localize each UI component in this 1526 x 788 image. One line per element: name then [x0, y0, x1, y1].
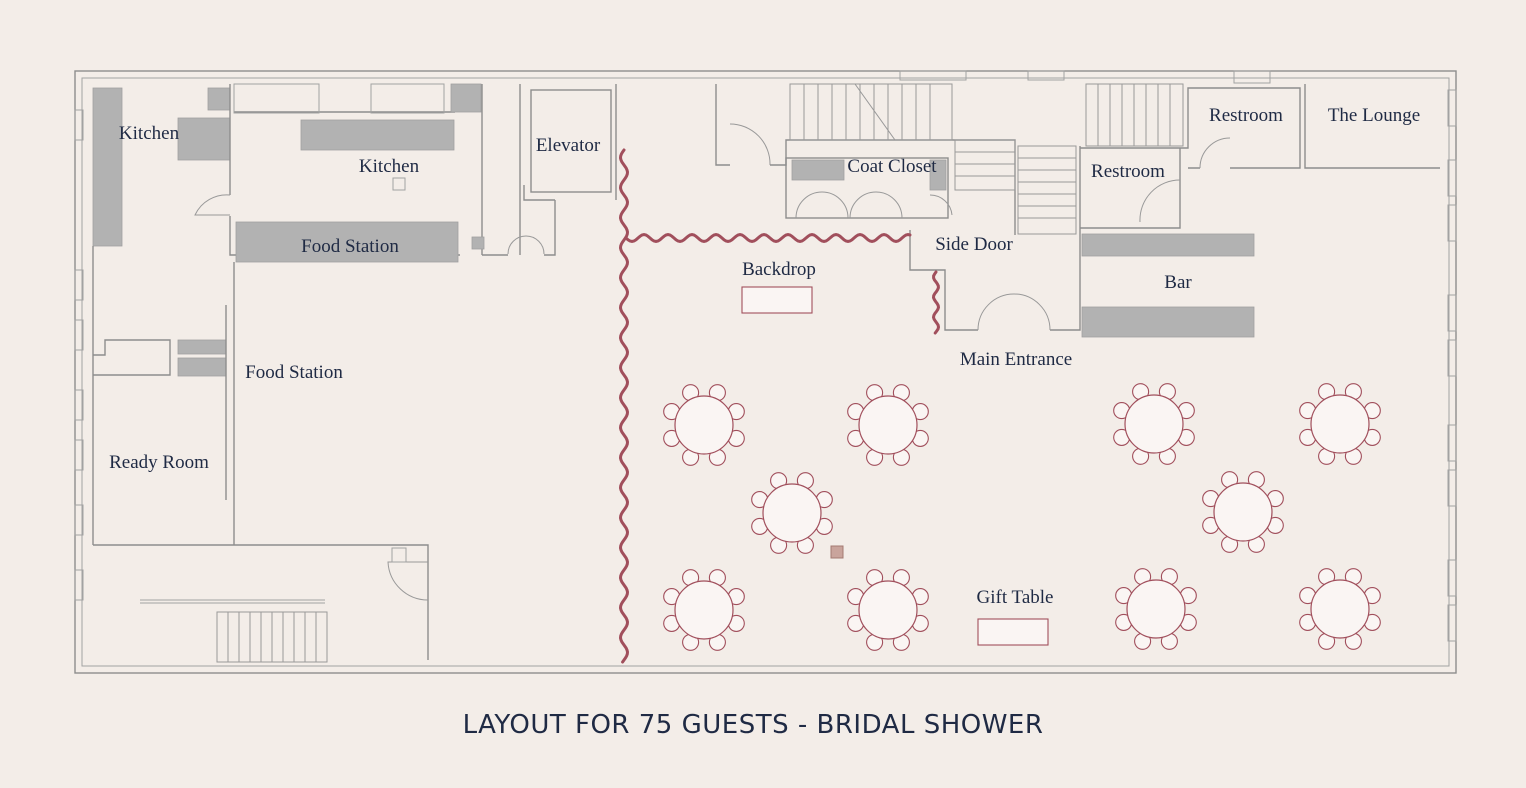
table-top: [1126, 579, 1186, 639]
round-table: [751, 472, 833, 554]
round-table: [1299, 383, 1381, 465]
label-restroom-top: Restroom: [1209, 105, 1283, 126]
lower-stairs: [216, 611, 328, 663]
restroom-top-door: [1199, 137, 1231, 169]
backdrop-panel: [741, 286, 813, 314]
side-door-swing: [929, 194, 953, 216]
easel-marker: [830, 545, 844, 559]
coat-closet-left-door: [729, 123, 771, 166]
coat-rack: [791, 159, 845, 181]
table-top: [1310, 394, 1370, 454]
gift-table-surface: [977, 618, 1049, 646]
food-station-left-counter-2: [177, 357, 227, 377]
round-table: [1202, 471, 1284, 553]
label-kitchen: Kitchen: [359, 156, 420, 177]
round-table: [663, 569, 745, 651]
round-table: [1299, 568, 1381, 650]
label-ready-room: Ready Room: [109, 452, 209, 473]
restroom-mid-walls: [1080, 148, 1181, 229]
kitchen-lower-wall: [482, 200, 556, 256]
round-table: [1115, 568, 1197, 650]
label-restroom-mid: Restroom: [1091, 161, 1165, 182]
elevator-walls: [523, 84, 617, 201]
kitchen-prep-counter: [300, 119, 455, 151]
kitchen-door: [194, 194, 231, 216]
table-top: [762, 483, 822, 543]
kitchen-counter-left: [92, 87, 123, 247]
coat-closet-box: [785, 157, 949, 219]
kitchen-appliance: [177, 117, 231, 161]
label-elevator: Elevator: [536, 135, 601, 156]
elevator-shaft: [530, 89, 612, 193]
main-entrance-doors: [977, 293, 1051, 331]
food-station-left-wall: [225, 262, 235, 545]
food-station-left-counter-1: [177, 339, 227, 355]
left-windows: [74, 109, 84, 601]
round-tables: [663, 383, 1381, 651]
label-kitchen-left: Kitchen: [119, 123, 180, 144]
kitchen-shelf-2: [370, 83, 445, 114]
coat-closet-left-wall: [715, 84, 730, 166]
round-table: [847, 384, 929, 466]
table-top: [858, 580, 918, 640]
side-stairs: [954, 139, 1077, 235]
lower-room-door: [387, 561, 429, 601]
label-lounge: The Lounge: [1328, 105, 1420, 126]
food-station-top-counter: [235, 221, 459, 263]
right-stairs: [1085, 83, 1184, 147]
table-top: [1124, 394, 1184, 454]
round-table: [663, 384, 745, 466]
coat-closet-doors: [795, 191, 903, 219]
building-walls: [74, 70, 1457, 674]
kitchen-sink: [450, 83, 482, 113]
label-main-entrance: Main Entrance: [960, 349, 1072, 370]
kitchen-shelf-1: [233, 83, 320, 114]
label-bar: Bar: [1164, 272, 1192, 293]
upper-stairs: [789, 83, 953, 141]
table-top: [1310, 579, 1370, 639]
ready-room-walls: [92, 246, 171, 545]
drapes: [618, 148, 941, 664]
kitchen-walls-right: [481, 84, 521, 255]
coat-closet-walls: [770, 139, 1016, 235]
table-top: [674, 395, 734, 455]
bar-counter-bottom: [1081, 306, 1255, 338]
restroom-mid-door: [1139, 179, 1181, 223]
round-table: [847, 569, 929, 651]
restroom-top-walls: [1080, 87, 1301, 169]
table-top: [858, 395, 918, 455]
right-windows: [1447, 89, 1457, 642]
label-food-station-left: Food Station: [245, 362, 343, 383]
kitchen-appliance-small: [207, 87, 231, 111]
entrance-walls: [909, 146, 1081, 331]
label-gift-table: Gift Table: [977, 587, 1054, 608]
kitchen-drain: [392, 177, 406, 191]
table-top: [1213, 482, 1273, 542]
round-table: [1113, 383, 1195, 465]
lower-room-walls: [93, 544, 429, 660]
label-coat-closet: Coat Closet: [847, 156, 937, 177]
drape-top: [624, 232, 912, 244]
layout-caption: LAYOUT FOR 75 GUESTS - BRIDAL SHOWER: [463, 710, 1044, 740]
bar-counter-top: [1081, 233, 1255, 257]
kitchen-double-door: [507, 235, 545, 255]
lounge-wall: [1304, 84, 1440, 169]
label-backdrop: Backdrop: [742, 259, 816, 280]
inner-wall: [81, 77, 1450, 667]
table-top: [674, 580, 734, 640]
drape-divider: [618, 148, 630, 664]
label-food-station-top: Food Station: [301, 236, 399, 257]
lower-rail: [140, 599, 325, 604]
label-side-door: Side Door: [935, 234, 1013, 255]
drape-entrance: [931, 270, 941, 335]
